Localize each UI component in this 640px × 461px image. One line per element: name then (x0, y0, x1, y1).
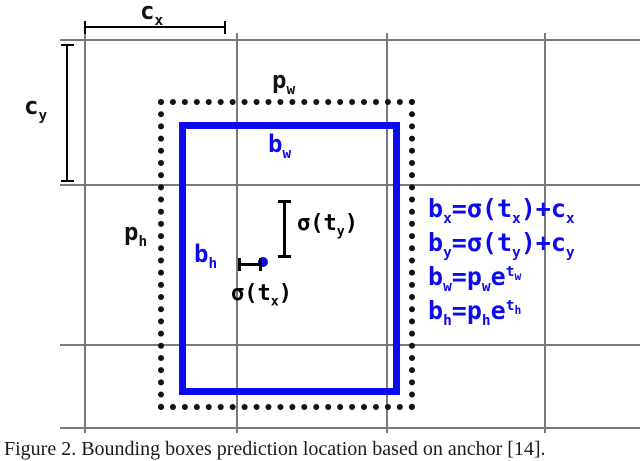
cx-measure-bracket (84, 21, 226, 34)
cy-label: cy (24, 92, 48, 124)
prior-anchor-box (158, 99, 415, 410)
grid-line-horizontal-2 (60, 184, 640, 186)
bh-label: bh (194, 240, 218, 272)
cy-measure-bracket (61, 44, 74, 182)
equation-bw: bw=pwetw (428, 262, 522, 295)
pw-label: pw (272, 66, 296, 98)
figure-caption: Figure 2. Bounding boxes prediction loca… (4, 438, 546, 460)
grid-line-vertical-1 (84, 33, 86, 433)
predicted-bounding-box (179, 122, 400, 395)
box-center-dot (258, 257, 268, 267)
grid-line-vertical-3 (386, 33, 388, 433)
equation-by: by=σ(ty)+cy (428, 228, 575, 261)
grid-line-horizontal-1 (60, 39, 640, 41)
grid-line-vertical-2 (236, 33, 238, 433)
sigma-tx-measure-bracket (238, 258, 262, 271)
equations-block: bx=σ(tx)+cx by=σ(ty)+cy bw=pwetw bh=phet… (428, 192, 575, 328)
grid-line-horizontal-3 (60, 344, 640, 346)
grid-line-horizontal-4 (60, 427, 640, 429)
sigma-ty-measure-bracket (278, 200, 291, 258)
ph-label: ph (124, 218, 148, 250)
bw-label: bw (268, 130, 292, 162)
grid-line-vertical-4 (544, 33, 546, 433)
equation-bh: bh=pheth (428, 296, 522, 329)
sigma-ty-label: σ(ty) (297, 211, 358, 240)
equation-bx: bx=σ(tx)+cx (428, 194, 575, 227)
sigma-tx-label: σ(tx) (231, 281, 292, 310)
cx-label: cx (140, 0, 164, 29)
